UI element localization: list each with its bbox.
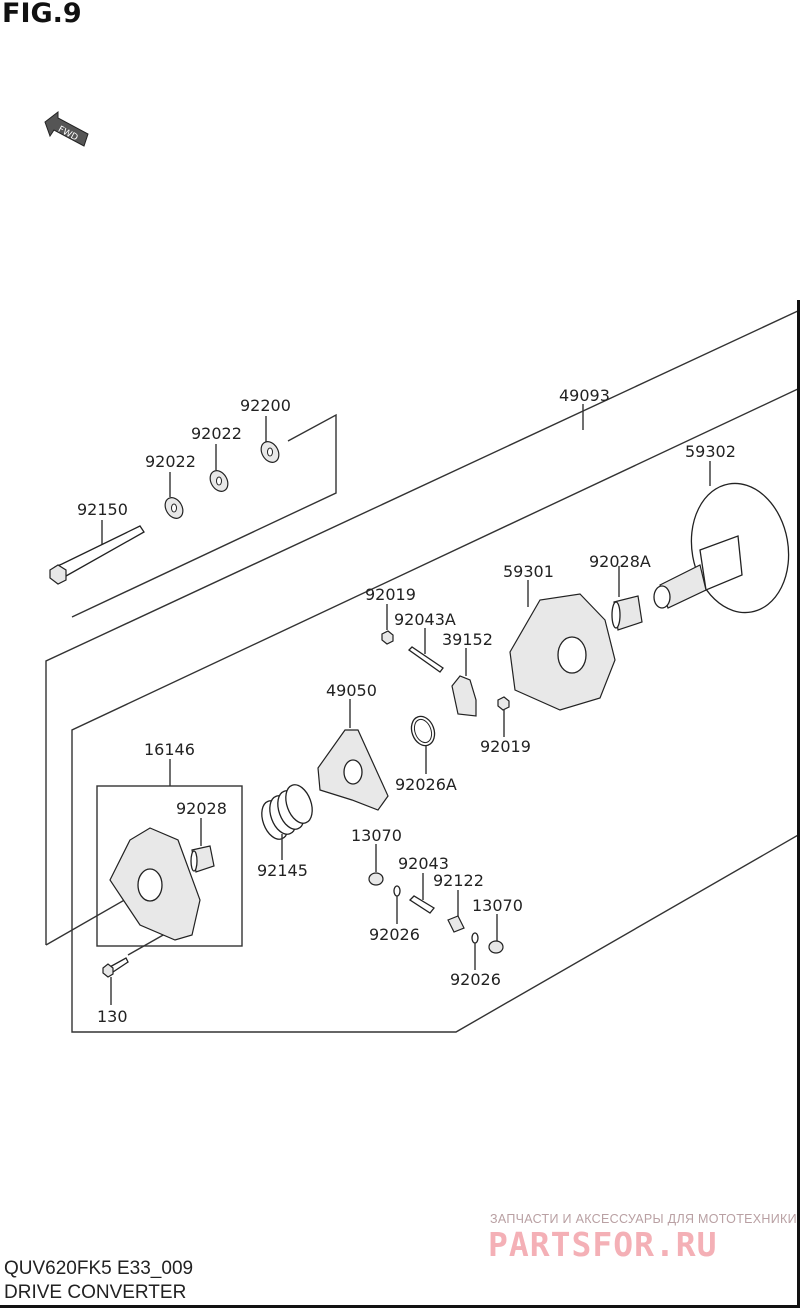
spring-92145 (261, 784, 313, 860)
part-label-92200: 92200 (240, 396, 291, 415)
part-label-92043: 92043 (398, 854, 449, 873)
fixed-sheave-59302 (653, 461, 790, 614)
frame-border-right (797, 300, 800, 1308)
part-label-130: 130 (97, 1007, 128, 1026)
part-label-92122: 92122 (433, 871, 484, 890)
part-label-49050: 49050 (326, 681, 377, 700)
part-label-92026-a: 92026 (369, 925, 420, 944)
part-label-92019-b: 92019 (480, 737, 531, 756)
part-label-92043A: 92043A (394, 610, 456, 629)
part-label-92028A: 92028A (589, 552, 651, 571)
part-label-92026-b: 92026 (450, 970, 501, 989)
part-label-49093: 49093 (559, 386, 610, 405)
fwd-arrow-icon: FWD (44, 110, 89, 147)
pin-92043 (408, 873, 435, 914)
watermark-brand: PARTSFOR.RU (488, 1225, 718, 1264)
assembly-outline-49093 (45, 309, 800, 1033)
weight-39152 (451, 648, 477, 717)
washer-92026-a (393, 885, 401, 924)
part-label-16146: 16146 (144, 740, 195, 759)
part-label-13070-a: 13070 (351, 826, 402, 845)
part-label-92028: 92028 (176, 799, 227, 818)
section-name: DRIVE CONVERTER (4, 1282, 187, 1303)
part-label-92150: 92150 (77, 500, 128, 519)
washer-92200 (260, 416, 280, 463)
bolt-130 (102, 957, 129, 1005)
part-label-92026A: 92026A (395, 775, 457, 794)
bushing-92028A (611, 566, 643, 631)
part-label-92019-a: 92019 (365, 585, 416, 604)
ring-92026A (410, 715, 436, 774)
watermark-tagline: ЗАПЧАСТИ И АКСЕССУАРЫ ДЛЯ МОТОТЕХНИКИ (490, 1212, 797, 1226)
bolt-92150 (49, 520, 145, 585)
washer-92026-b (471, 932, 479, 970)
part-label-59302: 59302 (685, 442, 736, 461)
nut-92019-b (497, 696, 510, 737)
nut-92019-a (381, 604, 394, 645)
figure-title: FIG.9 (2, 0, 82, 29)
model-code: QUV620FK5 E33_009 (4, 1258, 194, 1279)
box-16146 (96, 759, 243, 947)
washer-92022-a (164, 472, 184, 519)
bracket-92200-group (71, 413, 337, 618)
frame-border-bottom (0, 1305, 800, 1308)
part-label-39152: 39152 (442, 630, 493, 649)
pin-92043A (407, 628, 444, 673)
part-label-92022-a: 92022 (145, 452, 196, 471)
part-label-13070-b: 13070 (472, 896, 523, 915)
roller-13070-b (488, 914, 504, 954)
washer-92022-b (209, 444, 229, 492)
part-label-92145: 92145 (257, 861, 308, 880)
part-label-59301: 59301 (503, 562, 554, 581)
movable-sheave-59301 (509, 580, 616, 711)
leader-cover-a (45, 897, 129, 946)
part-label-92022-b: 92022 (191, 424, 242, 443)
cover-16146 (109, 827, 201, 941)
roller-92122 (447, 890, 465, 933)
bushing-92028 (190, 818, 215, 873)
spider-49050 (317, 699, 389, 811)
roller-13070-a (368, 844, 384, 886)
